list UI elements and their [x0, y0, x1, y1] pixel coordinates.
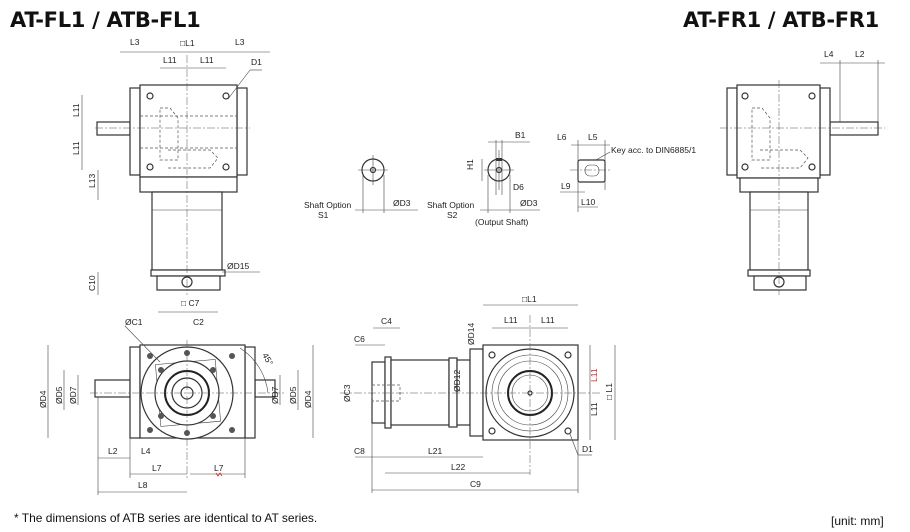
- dim-l11-b: L11: [200, 55, 214, 65]
- dim-c1: ØC1: [125, 317, 143, 327]
- dim-l1-top: □L1: [522, 294, 537, 304]
- dim-d6: D6: [513, 182, 524, 192]
- dim-d3-s1: ØD3: [393, 198, 411, 208]
- dim-d1: D1: [251, 57, 262, 67]
- dim-l9: L9: [561, 181, 571, 191]
- dim-l11-a: L11: [163, 55, 177, 65]
- dim-l11-d: L11: [71, 141, 81, 155]
- dim-d14: ØD14: [466, 323, 476, 345]
- dim-l11-d: L11: [589, 402, 599, 416]
- dim-l22: L22: [451, 462, 465, 472]
- title-left: AT-FL1 / ATB-FL1: [10, 8, 201, 32]
- title-right: AT-FR1 / ATB-FR1: [683, 8, 879, 32]
- dim-l11-a: L11: [504, 315, 518, 325]
- dim-l7-right: L7: [214, 463, 224, 473]
- dim-d7-left: ØD7: [68, 386, 78, 404]
- dim-l5: L5: [588, 132, 598, 142]
- dim-d1: D1: [582, 444, 593, 454]
- dim-angle: 45°: [260, 351, 275, 367]
- dim-l8: L8: [138, 480, 148, 490]
- key-note: Key acc. to DIN6885/1: [611, 145, 696, 155]
- dim-l21: L21: [428, 446, 442, 456]
- dim-c4: C4: [381, 316, 392, 326]
- dim-c2: C2: [193, 317, 204, 327]
- dim-d4-right: ØD4: [303, 390, 313, 408]
- s1-label: Shaft Option: [304, 200, 352, 210]
- dim-c3: ØC3: [342, 384, 352, 402]
- dim-d7-right: ØD7: [270, 386, 280, 404]
- dim-l4: L4: [824, 49, 834, 59]
- dim-l11-b: L11: [541, 315, 555, 325]
- dim-l2: L2: [108, 446, 118, 456]
- dim-b1: B1: [515, 130, 526, 140]
- dim-l7-left: L7: [152, 463, 162, 473]
- bottom-left-flange-view: □ C7 ØC1 C2 45° ØD4 ØD5 ØD7 ØD7 ØD5 ØD4 …: [38, 298, 314, 495]
- dim-l1-vertical: □ L1: [604, 383, 614, 400]
- dim-l1: □L1: [180, 38, 195, 48]
- top-right-gearbox-view: L4 L2: [720, 49, 885, 295]
- dim-l3-left: L3: [130, 37, 140, 47]
- unit-label: [unit: mm]: [831, 514, 884, 528]
- dim-l4: L4: [141, 446, 151, 456]
- dim-l3-right: L3: [235, 37, 245, 47]
- s2-label: Shaft Option: [427, 200, 475, 210]
- output-shaft-label: (Output Shaft): [475, 217, 529, 227]
- dim-l2: L2: [855, 49, 865, 59]
- dim-l13: L13: [87, 174, 97, 188]
- dim-d5-left: ØD5: [54, 386, 64, 404]
- top-left-gearbox-view: L3 □L1 L3 L11 L11 D1 L11 L11 L13 ØD15 C1…: [71, 37, 270, 295]
- dim-l11-c: L11: [589, 368, 599, 382]
- dim-c8: C8: [354, 446, 365, 456]
- dim-d5-right: ØD5: [288, 386, 298, 404]
- s2-code: S2: [447, 210, 458, 220]
- dim-c10: C10: [87, 275, 97, 291]
- dim-d12: ØD12: [452, 370, 462, 392]
- dim-c7: □ C7: [181, 298, 200, 308]
- dim-l6: L6: [557, 132, 567, 142]
- dim-h1: H1: [465, 159, 475, 170]
- dim-l11-c: L11: [71, 103, 81, 117]
- bottom-right-side-view: □L1 ØD14 L11 L11 C4 C6 ØC3 ØD12 L11 L11 …: [340, 294, 616, 493]
- dim-c6: C6: [354, 334, 365, 344]
- dim-d3-s2: ØD3: [520, 198, 538, 208]
- s1-code: S1: [318, 210, 329, 220]
- shaft-options: Shaft Option S1 ØD3 B1 H1 D6 Shaft Optio…: [304, 130, 696, 227]
- dim-d4-left: ØD4: [38, 390, 48, 408]
- footnote: * The dimensions of ATB series are ident…: [14, 511, 318, 525]
- dim-d15: ØD15: [227, 261, 249, 271]
- dim-c9: C9: [470, 479, 481, 489]
- dim-l10: L10: [581, 197, 595, 207]
